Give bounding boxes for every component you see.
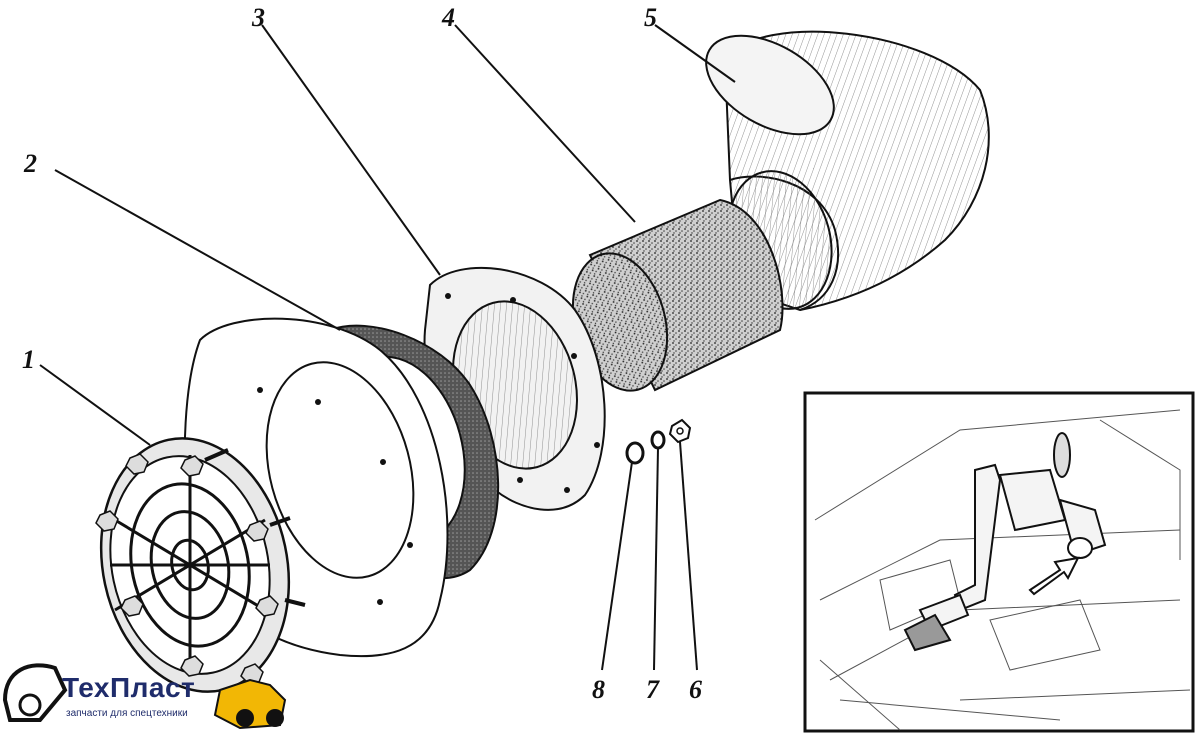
nut-part-6 — [668, 418, 692, 444]
label-part-4: 4 — [441, 3, 455, 32]
lock-washer-part-7 — [650, 430, 666, 450]
label-part-5: 5 — [644, 3, 657, 32]
logo-title: ТехПласт — [62, 672, 196, 703]
location-inset — [803, 391, 1195, 733]
label-part-2: 2 — [23, 149, 37, 178]
label-part-7: 7 — [646, 675, 660, 704]
grille-part-1 — [95, 437, 306, 693]
washer-part-8 — [625, 441, 645, 465]
logo-subtitle: запчасти для спецтехники — [66, 708, 188, 719]
part-labels: 1 2 3 4 5 6 7 8 — [22, 3, 702, 704]
leader-lines — [39, 24, 736, 671]
location-arrow-icon — [1028, 556, 1080, 596]
loader-logo-icon — [2, 663, 287, 730]
label-part-8: 8 — [592, 675, 605, 704]
label-part-3: 3 — [251, 3, 265, 32]
label-part-1: 1 — [22, 345, 35, 374]
elbow-duct-part-5 — [705, 30, 990, 312]
label-part-6: 6 — [689, 675, 702, 704]
